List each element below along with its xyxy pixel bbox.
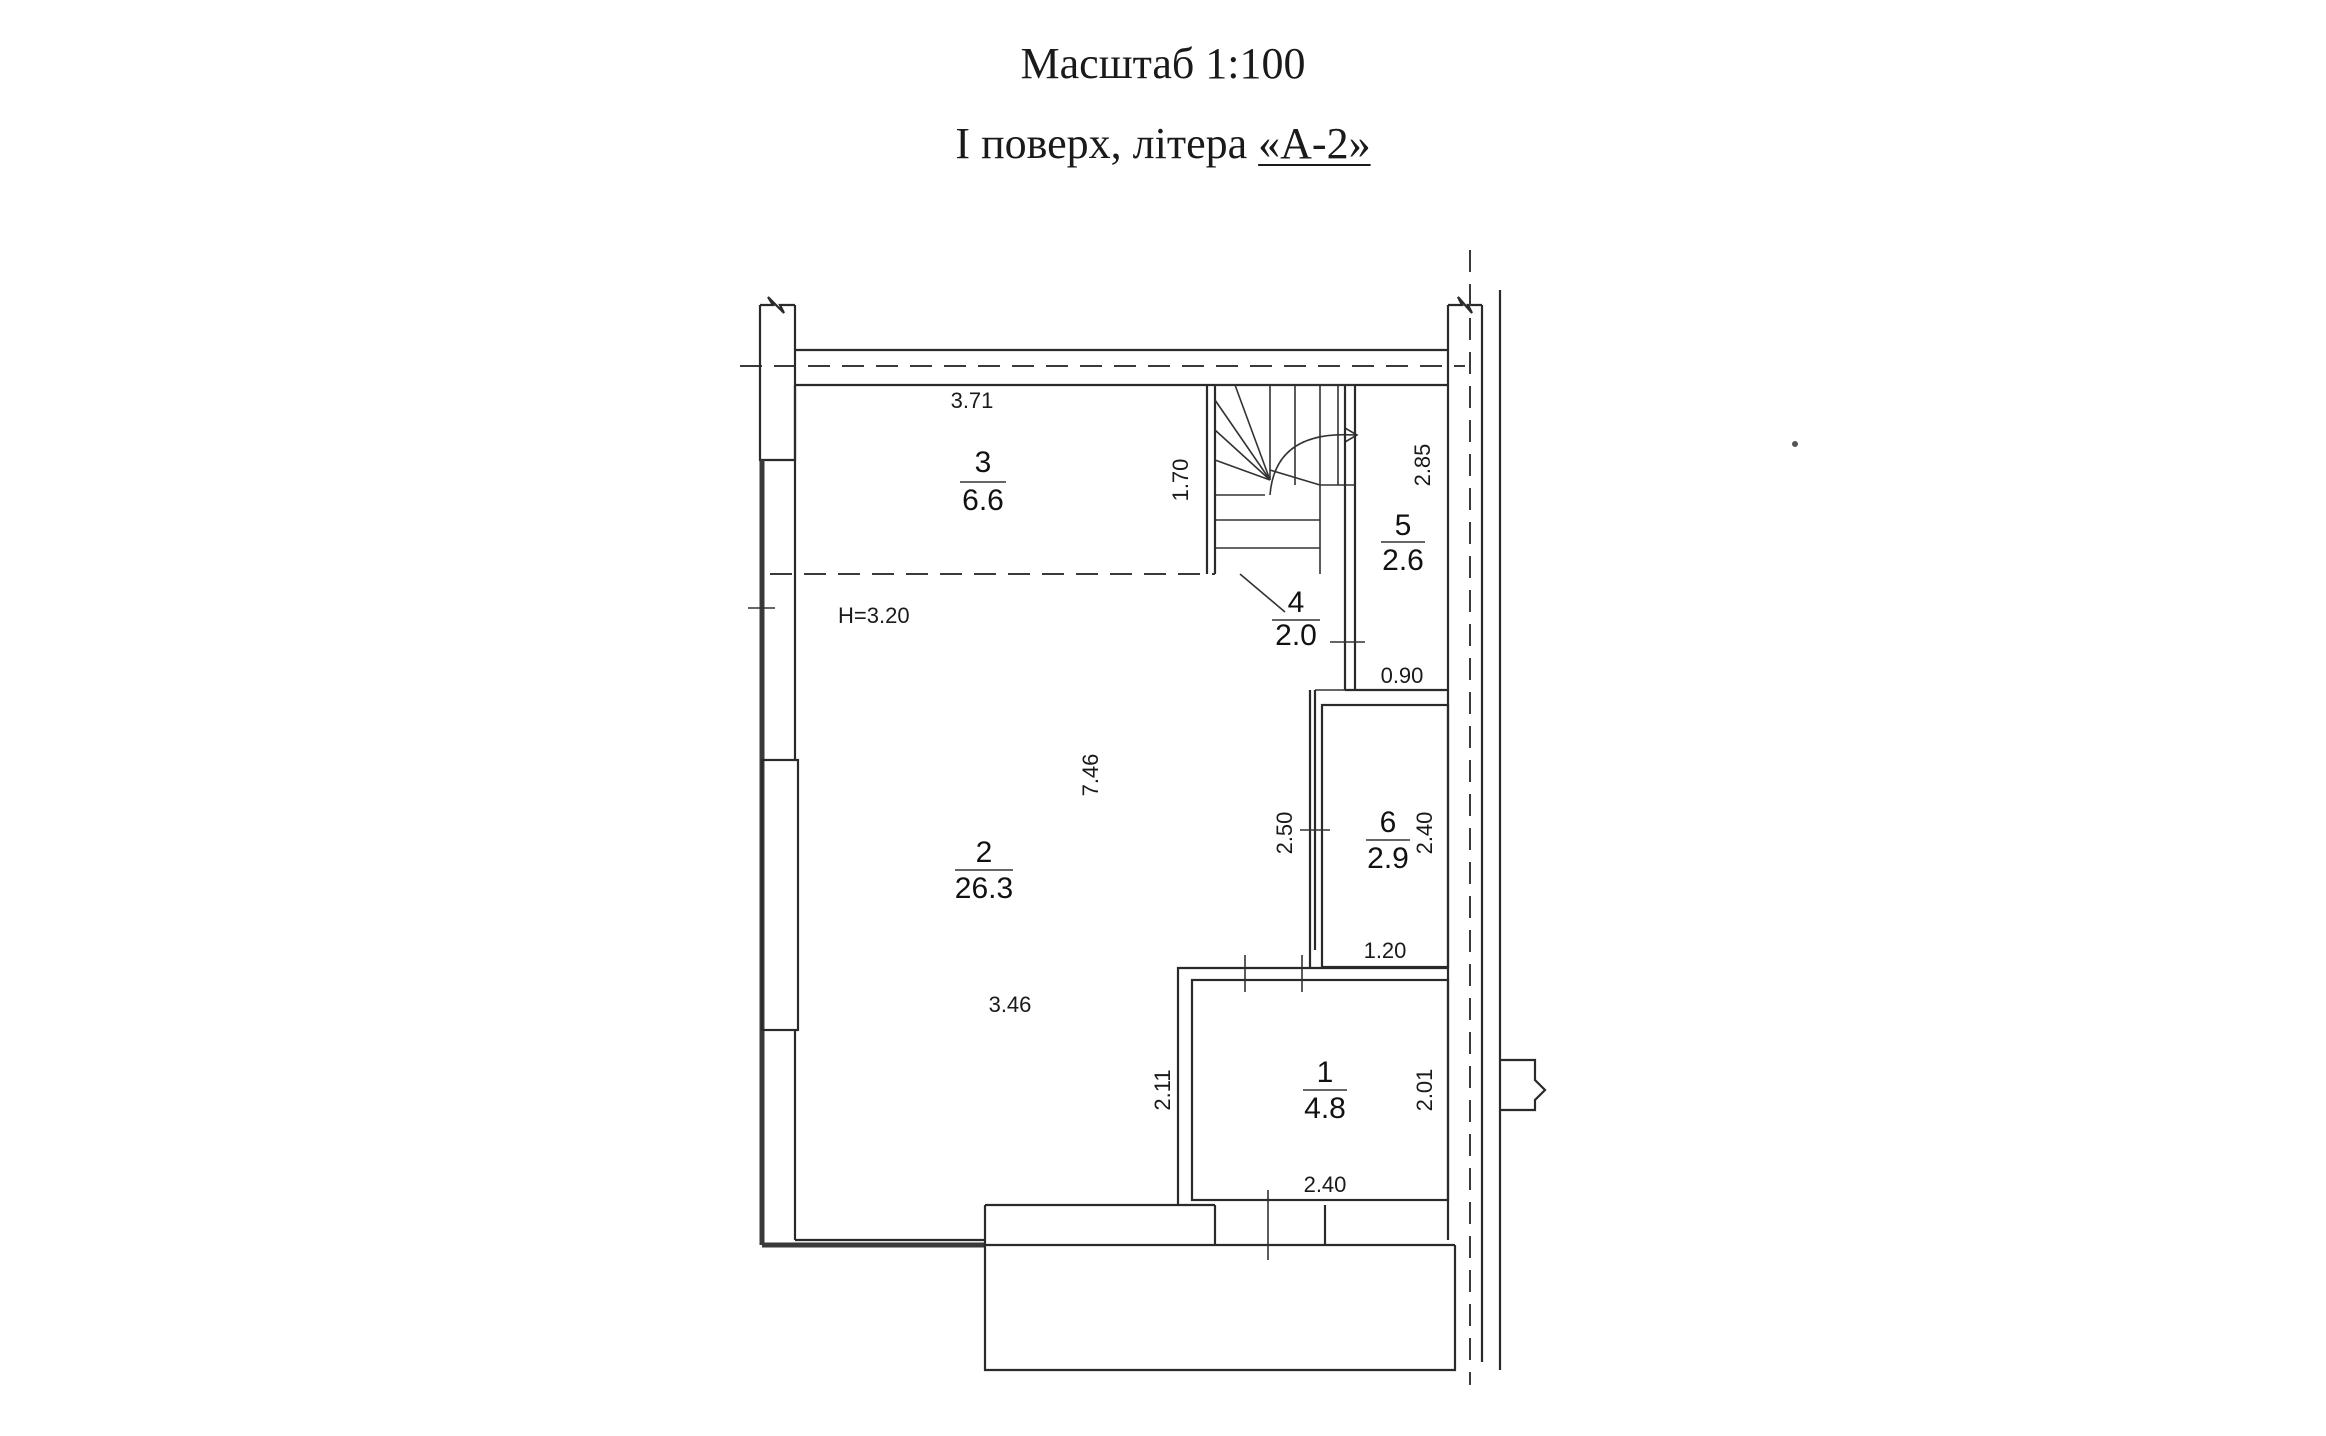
svg-text:6: 6 xyxy=(1380,806,1397,839)
scale-text: Масштаб 1:100 xyxy=(1020,39,1306,88)
room-label-6: 6 2.9 xyxy=(1366,806,1410,875)
svg-text:26.3: 26.3 xyxy=(955,872,1013,905)
dim-room3-width: 3.71 xyxy=(951,388,994,413)
svg-text:2: 2 xyxy=(976,836,993,869)
top-wall xyxy=(740,296,1484,1362)
dim-room6-width: 1.20 xyxy=(1364,938,1407,963)
dim-room1-right: 2.01 xyxy=(1412,1069,1437,1112)
dim-room6-left: 2.50 xyxy=(1272,812,1297,855)
room5-walls xyxy=(1313,385,1448,950)
staircase xyxy=(1214,384,1359,613)
stair-partition xyxy=(1205,385,1217,574)
svg-text:1: 1 xyxy=(1317,1056,1334,1089)
dim-room2-length: 7.46 xyxy=(1078,754,1103,797)
svg-text:4.8: 4.8 xyxy=(1304,1092,1346,1125)
room-label-4: 4 2.0 xyxy=(1272,586,1320,652)
floor-label: І поверх, літера «А-2» xyxy=(0,118,2326,169)
dim-room5-depth: 2.85 xyxy=(1410,444,1435,487)
svg-text:4: 4 xyxy=(1288,586,1305,619)
svg-text:2.0: 2.0 xyxy=(1275,619,1317,652)
room-label-2: 2 26.3 xyxy=(955,836,1013,905)
room-label-3: 3 6.6 xyxy=(960,446,1006,517)
svg-text:5: 5 xyxy=(1395,509,1412,542)
bottom-wall xyxy=(762,1190,1457,1372)
speck-mark xyxy=(1792,441,1798,447)
svg-text:2.9: 2.9 xyxy=(1367,842,1409,875)
dim-room3-depth: 1.70 xyxy=(1168,459,1193,502)
floor-letter: «А-2» xyxy=(1258,119,1371,168)
floor-prefix: І поверх, літера xyxy=(955,119,1259,168)
room-label-1: 1 4.8 xyxy=(1303,1056,1347,1125)
svg-text:3: 3 xyxy=(975,446,992,479)
left-wall xyxy=(748,385,800,1245)
room-label-5: 5 2.6 xyxy=(1381,509,1425,577)
svg-text:6.6: 6.6 xyxy=(962,484,1004,517)
room6-walls xyxy=(1300,690,1450,970)
svg-text:2.6: 2.6 xyxy=(1382,544,1424,577)
right-wall xyxy=(1446,290,1547,1370)
room1-walls xyxy=(1176,955,1450,1205)
dim-room5-width: 0.90 xyxy=(1381,663,1424,688)
dim-room1-width: 2.40 xyxy=(1304,1172,1347,1197)
dim-room6-right: 2.40 xyxy=(1412,812,1437,855)
height-label: H=3.20 xyxy=(838,603,910,628)
dim-room1-left: 2.11 xyxy=(1150,1069,1175,1110)
scale-label: Масштаб 1:100 xyxy=(0,38,2326,89)
dim-room2-width: 3.46 xyxy=(989,992,1032,1017)
